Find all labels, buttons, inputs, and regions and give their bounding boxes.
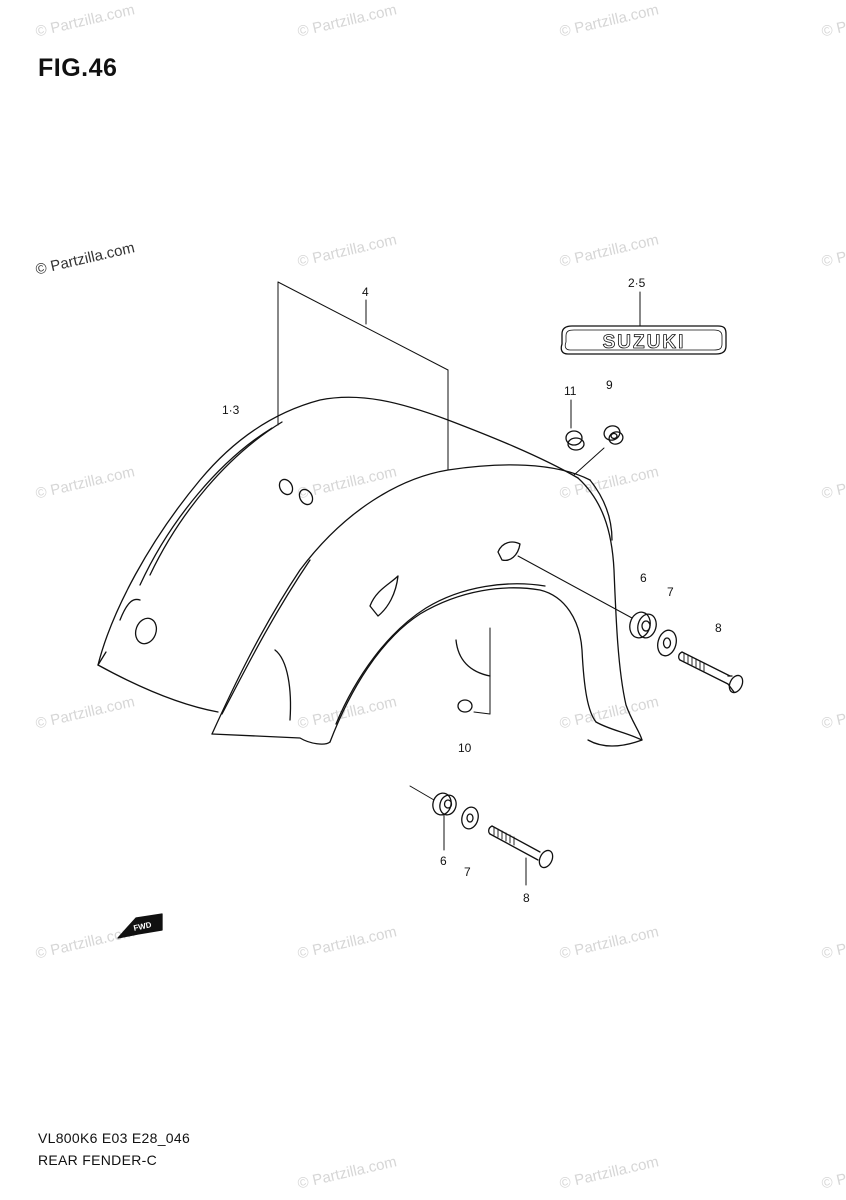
callout-label: 11 <box>564 384 577 398</box>
grommet-11 <box>565 430 585 451</box>
rear-fender-shell <box>97 396 643 747</box>
forward-arrow-icon: FWD <box>117 913 163 939</box>
cushion-6-upper <box>629 611 657 639</box>
leader-lines <box>277 281 641 851</box>
grommet-9 <box>603 425 624 445</box>
callout-label: 9 <box>606 378 613 392</box>
callout-label: 7 <box>667 585 674 599</box>
bolt-8-upper <box>678 651 744 694</box>
washer-7-lower <box>461 806 479 830</box>
callout-label: 4 <box>362 285 369 299</box>
suzuki-emblem-text: SUZUKI <box>603 332 686 353</box>
washer-7-upper <box>657 629 677 657</box>
callout-label: 7 <box>464 865 471 879</box>
forward-arrow-text: FWD <box>133 920 153 933</box>
callout-label: 2·5 <box>628 276 646 290</box>
callout-label: 10 <box>458 741 472 755</box>
callout-label: 8 <box>523 891 530 905</box>
callout-label: 6 <box>640 571 647 585</box>
callout-label: 6 <box>440 854 447 868</box>
suzuki-emblem: SUZUKI <box>560 325 727 355</box>
figure-title: FIG.46 <box>38 54 118 82</box>
callout-labels: 1·3 4 2·5 11 9 6 7 8 10 6 7 8 <box>222 276 722 905</box>
callout-label: 1·3 <box>222 403 240 417</box>
bolt-8-lower <box>488 825 554 886</box>
figure-code: VL800K6 E03 E28_046 <box>38 1130 191 1146</box>
figure-name: REAR FENDER-C <box>38 1152 158 1168</box>
cushion-6-lower <box>432 792 457 816</box>
callout-label: 8 <box>715 621 722 635</box>
